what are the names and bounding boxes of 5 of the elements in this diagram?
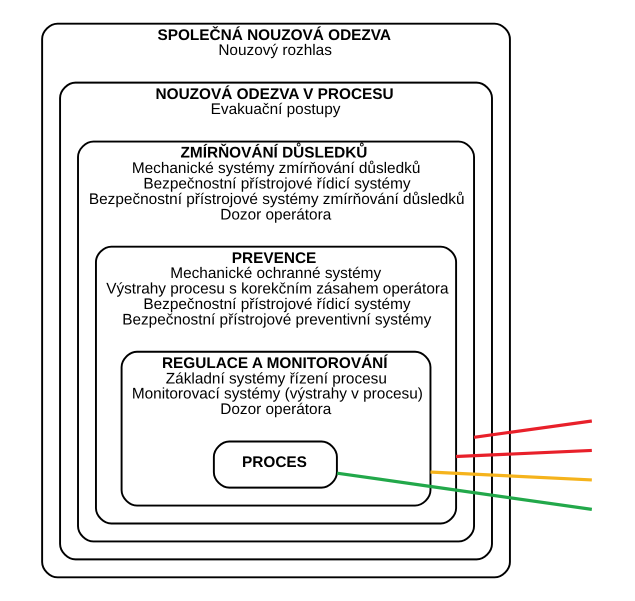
node-box: PROCES: [212, 440, 338, 489]
connector: [336, 472, 592, 511]
connector: [474, 419, 592, 439]
connector: [430, 470, 592, 482]
connector: [456, 448, 592, 458]
